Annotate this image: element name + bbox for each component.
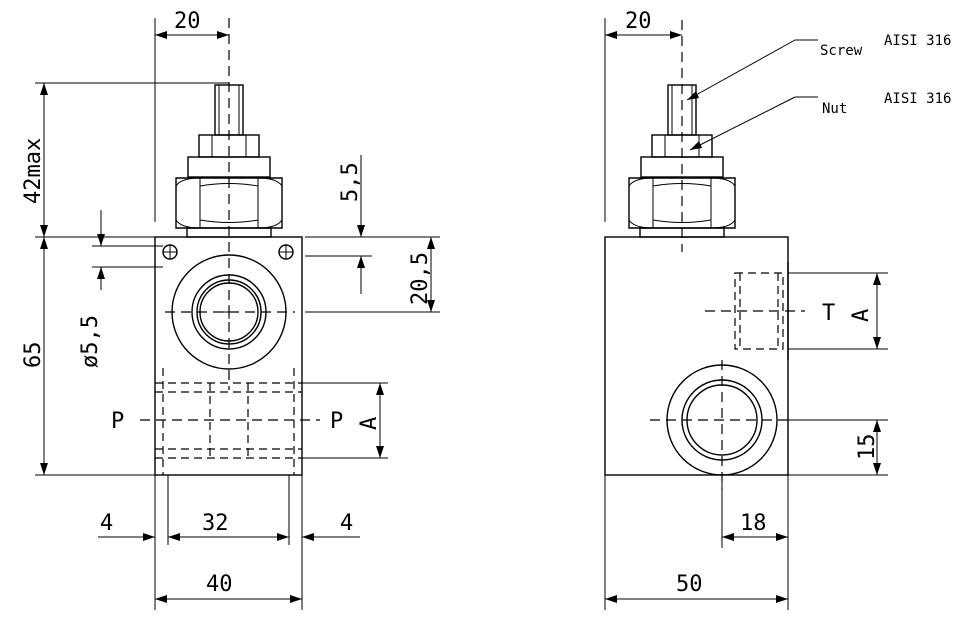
- dim-side-body-width: 50: [604, 475, 788, 610]
- svg-text:ø5,5: ø5,5: [78, 315, 103, 368]
- svg-text:65: 65: [21, 342, 46, 369]
- dim-port-offset: 20,5: [305, 236, 440, 313]
- front-view: P P A 20 42max 65: [21, 9, 440, 610]
- svg-text:20: 20: [174, 9, 201, 34]
- svg-text:AISI 316: AISI 316: [884, 33, 951, 49]
- callout-nut: Nut AISI 316: [689, 91, 951, 151]
- svg-text:20,5: 20,5: [408, 252, 433, 305]
- svg-text:Screw: Screw: [820, 43, 863, 59]
- dim-side-top-width: 20: [604, 9, 682, 222]
- dim-hole-offset: 5,5: [305, 155, 372, 294]
- svg-text:50: 50: [676, 572, 703, 597]
- front-port-p-right: P: [330, 409, 343, 434]
- svg-text:40: 40: [206, 572, 233, 597]
- dim-side-port-offset: 18: [721, 475, 789, 610]
- front-internal-bore: [140, 368, 320, 475]
- svg-text:Nut: Nut: [822, 101, 847, 117]
- side-body: [604, 236, 789, 476]
- dim-front-port-a: [302, 382, 388, 459]
- dim-front-top-width: 20: [154, 9, 229, 222]
- svg-text:20: 20: [625, 9, 652, 34]
- dim-body-height: 65: [21, 237, 155, 476]
- side-port-t-label: T: [822, 301, 835, 326]
- svg-text:18: 18: [740, 511, 767, 536]
- front-port-p-left: P: [111, 409, 124, 434]
- svg-text:AISI 316: AISI 316: [884, 91, 951, 107]
- callout-screw: Screw AISI 316: [686, 33, 951, 101]
- svg-text:42max: 42max: [21, 138, 46, 204]
- dim-side-port-height: 15: [788, 419, 888, 476]
- dim-front-body-width: 40: [155, 572, 302, 603]
- side-port-a-label: A: [849, 309, 874, 322]
- front-port-a-label: A: [357, 417, 382, 430]
- side-port-bottom: [650, 360, 795, 490]
- side-view: Screw AISI 316 Nut AISI 316 T A 20: [604, 9, 951, 610]
- side-port-t: [705, 262, 805, 360]
- dim-hole-diameter: ø5,5: [78, 210, 163, 368]
- svg-text:32: 32: [202, 511, 229, 536]
- svg-text:5,5: 5,5: [338, 162, 363, 202]
- svg-text:4: 4: [340, 511, 353, 536]
- dim-front-bottom-chain: 4 32 4: [98, 475, 360, 610]
- svg-text:4: 4: [100, 511, 113, 536]
- side-adjuster: [628, 20, 736, 252]
- dim-side-port-a: [788, 272, 888, 350]
- dim-stem-height: 42max: [21, 82, 229, 238]
- svg-text:15: 15: [855, 434, 880, 461]
